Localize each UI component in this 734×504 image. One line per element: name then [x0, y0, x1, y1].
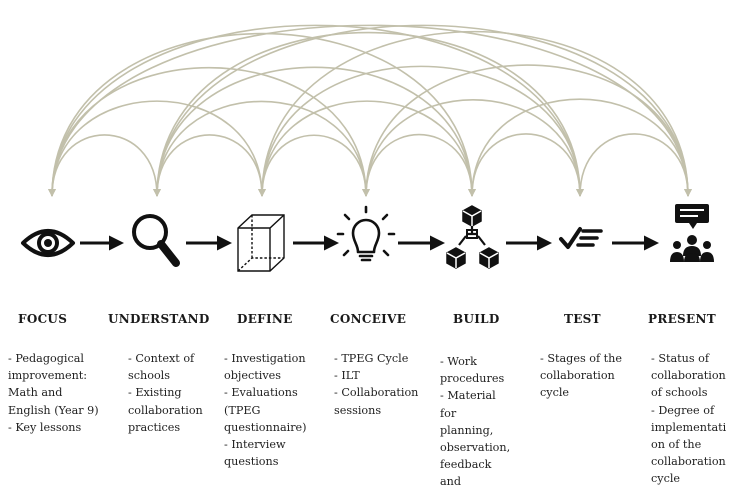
list-item: - Context of — [128, 352, 195, 365]
stage-title-focus: FOCUS — [18, 312, 68, 326]
list-item: observation, — [440, 441, 511, 455]
eye-icon — [21, 229, 75, 257]
feedback-arcs — [48, 24, 692, 197]
stage-title-present: PRESENT — [648, 312, 716, 326]
feedback-arc — [153, 134, 266, 197]
cube-icon — [237, 214, 285, 272]
stage-items-understand: - Context of schools - Existing collabor… — [128, 350, 203, 436]
stage-title-build: BUILD — [453, 312, 500, 326]
list-item: - Status of — [651, 352, 710, 365]
list-item: procedures — [440, 372, 505, 386]
list-item: - Degree of — [651, 403, 715, 417]
list-item: collaboration — [540, 369, 615, 383]
list-item: improvement: — [8, 369, 88, 383]
list-item: questions — [224, 455, 279, 469]
feedback-arc — [153, 31, 584, 197]
feedback-arc — [362, 99, 584, 197]
list-item: - Collaboration — [334, 386, 419, 400]
list-item: feedback — [440, 458, 492, 472]
feedback-arc — [258, 100, 476, 197]
checklist-icon — [559, 227, 603, 249]
feedback-arc — [258, 134, 370, 197]
feedback-arc — [48, 134, 161, 197]
list-item: - Pedagogical — [8, 352, 84, 365]
feedback-arc — [576, 133, 692, 197]
list-item: on of the — [651, 438, 702, 452]
feedback-arc — [153, 66, 476, 197]
list-item: - Key lessons — [8, 420, 82, 434]
feedback-arc — [258, 30, 692, 197]
feedback-arc — [48, 32, 476, 197]
list-item: - Investigation — [224, 352, 306, 365]
stage-title-test: TEST — [564, 312, 601, 326]
list-item: cycle — [540, 386, 570, 400]
list-item: questionnaire) — [224, 420, 307, 434]
list-item: (TPEG — [224, 403, 261, 417]
list-item: collaboration — [128, 403, 203, 417]
list-item: - TPEG Cycle — [334, 352, 409, 365]
list-item: sessions — [334, 403, 382, 417]
list-item: and — [440, 475, 462, 489]
list-item: objectives — [224, 369, 282, 383]
feedback-arc — [258, 65, 584, 197]
list-item: - Existing — [128, 386, 182, 400]
list-item: schools — [128, 369, 171, 383]
magnifier-icon — [132, 214, 180, 267]
presentation-icon — [670, 204, 714, 262]
feedback-arc — [48, 24, 584, 197]
stage-title-understand: UNDERSTAND — [108, 312, 210, 326]
stage-items-build: - Work procedures - Material for plannin… — [440, 353, 510, 491]
list-item: planning, — [440, 423, 494, 437]
list-item: Math and — [8, 386, 63, 400]
list-item: of schools — [651, 386, 708, 400]
stage-title-define: DEFINE — [237, 312, 293, 326]
lightbulb-icon — [336, 205, 396, 262]
feedback-arc — [48, 66, 370, 197]
blocks-icon — [446, 205, 499, 269]
list-item: collaboration — [651, 455, 726, 469]
list-item: for — [440, 406, 457, 420]
list-item: - Material — [440, 389, 496, 403]
stage-items-define: - Investigation objectives - Evaluations… — [224, 350, 307, 470]
list-item: collaboration — [651, 369, 726, 383]
list-item: - Work — [440, 355, 477, 368]
list-item: - ILT — [334, 369, 360, 383]
stage-items-present: - Status of collaboration of schools - D… — [651, 350, 726, 488]
list-item: - Stages of the — [540, 352, 622, 365]
feedback-arc — [362, 134, 476, 197]
stage-items-conceive: - TPEG Cycle - ILT - Collaboration sessi… — [334, 350, 418, 419]
list-item: practices — [128, 420, 181, 434]
feedback-arc — [468, 98, 692, 197]
feedback-arc — [362, 64, 692, 197]
feedback-arc — [48, 100, 266, 197]
stage-items-test: - Stages of the collaboration cycle — [540, 350, 622, 402]
list-item: - Interview — [224, 438, 286, 452]
feedback-arc — [153, 24, 692, 197]
feedback-arc — [153, 100, 370, 197]
list-item: - Evaluations — [224, 386, 298, 400]
stage-title-conceive: CONCEIVE — [330, 312, 407, 326]
feedback-arc — [468, 133, 584, 197]
list-item: implementati — [651, 420, 727, 434]
list-item: cycle — [651, 472, 681, 486]
stage-items-focus: - Pedagogical improvement: Math and Engl… — [8, 350, 99, 436]
feedback-arc — [48, 24, 692, 197]
list-item: English (Year 9) — [8, 403, 99, 417]
